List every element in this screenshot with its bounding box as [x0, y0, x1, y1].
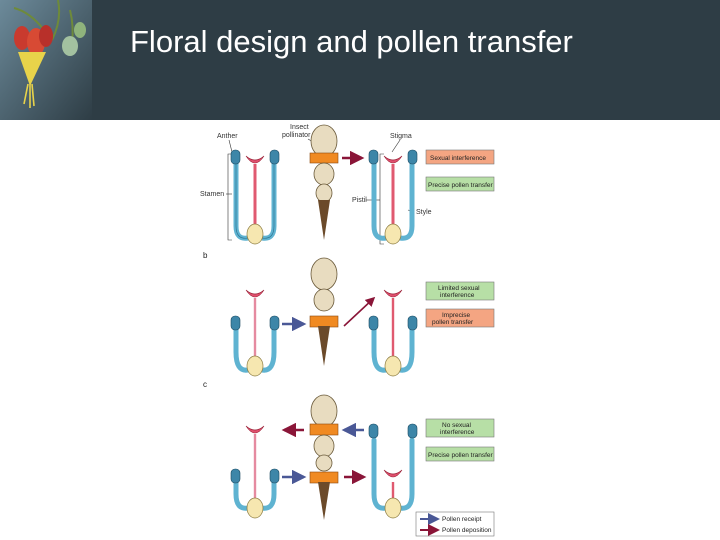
- style-label: Style: [416, 209, 432, 216]
- outcome-box-text: No sexual: [442, 422, 471, 429]
- anther-icon: [231, 316, 240, 330]
- outcome-box-text: interference: [440, 292, 475, 299]
- insect-pollinator-label-line1: Insect: [290, 124, 309, 131]
- columbine-flower-photo: [0, 0, 92, 120]
- title-banner: Floral design and pollen transfer: [0, 0, 720, 120]
- floral-design-diagram: Anther Insect pollinator Stigma Stamen P…: [0, 120, 720, 540]
- arrow-key: Pollen receipt Pollen deposition: [416, 512, 494, 536]
- flower-a-left: [231, 150, 279, 244]
- pollen-band: [310, 316, 338, 327]
- slide-title: Floral design and pollen transfer: [130, 24, 573, 60]
- ovary-icon: [385, 356, 401, 376]
- anther-icon: [369, 424, 378, 438]
- stigma-icon: [384, 470, 402, 477]
- section-letter: b: [203, 251, 208, 260]
- ovary-icon: [247, 498, 263, 518]
- section-c: c: [203, 380, 494, 520]
- stigma-icon: [246, 156, 264, 163]
- outcome-box-text: pollen transfer: [432, 319, 474, 326]
- pollen-band: [310, 153, 338, 163]
- ovary-icon: [247, 356, 263, 376]
- outcome-box-text: Precise pollen transfer: [428, 182, 494, 189]
- section-b: b Limited sexual: [203, 251, 494, 376]
- stigma-icon: [384, 290, 402, 297]
- outcome-box-text: Sexual interference: [430, 155, 486, 162]
- pollen-band: [310, 472, 338, 483]
- anther-icon: [270, 150, 279, 164]
- insect-pollinator-label-line2: pollinator: [282, 132, 311, 139]
- anther-label: Anther: [217, 133, 238, 140]
- key-deposition-label: Pollen deposition: [442, 527, 492, 534]
- pistil-label: Pistil: [352, 197, 367, 204]
- anther-icon: [231, 469, 240, 483]
- key-receipt-label: Pollen receipt: [442, 516, 482, 523]
- stigma-label: Stigma: [390, 133, 412, 140]
- stigma-icon: [246, 290, 264, 297]
- insect-c: [310, 395, 338, 520]
- anther-icon: [408, 150, 417, 164]
- flower-b-left: [231, 290, 279, 376]
- stigma-icon: [384, 156, 402, 163]
- anther-icon: [408, 316, 417, 330]
- anther-icon: [270, 469, 279, 483]
- ovary-icon: [247, 224, 263, 244]
- flower-c-left: [231, 426, 279, 518]
- insect-a: [310, 125, 338, 240]
- flower-c-right: [369, 424, 417, 518]
- outcome-box-text: interference: [440, 429, 475, 436]
- flower-a-right: [369, 150, 417, 244]
- pollen-band: [310, 424, 338, 435]
- outcome-box-text: Limited sexual: [438, 285, 480, 292]
- stigma-icon: [246, 426, 264, 433]
- anther-icon: [369, 150, 378, 164]
- section-letter: c: [203, 380, 207, 389]
- anther-icon: [369, 316, 378, 330]
- anther-icon: [408, 424, 417, 438]
- ovary-icon: [385, 224, 401, 244]
- anther-icon: [270, 316, 279, 330]
- outcome-box-text: Imprecise: [442, 312, 471, 319]
- flower-b-right: [369, 290, 417, 376]
- stamen-label: Stamen: [200, 191, 224, 198]
- anther-icon: [231, 150, 240, 164]
- section-a: Anther Insect pollinator Stigma Stamen P…: [200, 124, 494, 244]
- ovary-icon: [385, 498, 401, 518]
- insect-b: [310, 258, 338, 366]
- outcome-box-text: Precise pollen transfer: [428, 452, 494, 459]
